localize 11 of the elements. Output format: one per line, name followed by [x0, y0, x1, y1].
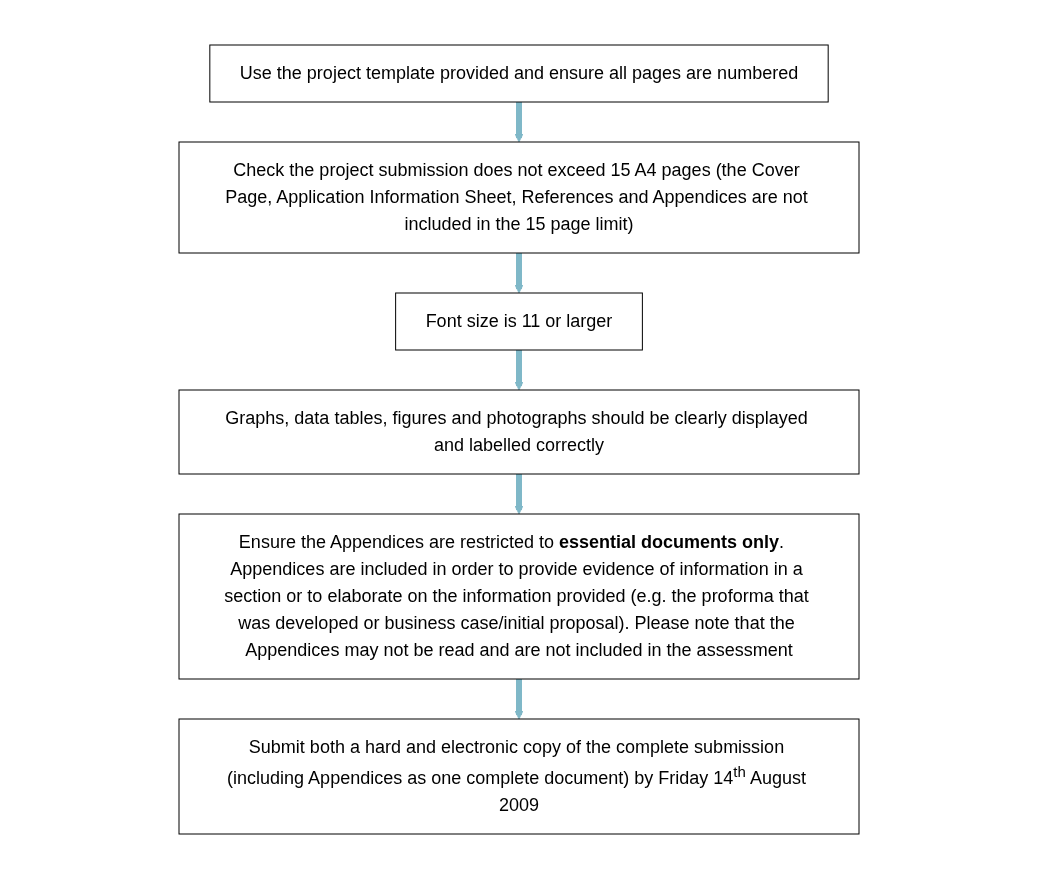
node-box: Submit both a hard and electronic copy of the complete submission (including Appendices as one complete document) by Friday 14$^{th}$ August 2009 — [178, 718, 859, 835]
node-box: Graphs, data tables, figures and photographs should be clearly displayed and labelled correctly — [178, 389, 859, 475]
node-box: Ensure the Appendices are restricted to essential documents only. Appendices are included in order to provide evidence of information in a section or to elaborate on the information provided (e.g. the proforma that was developed or business case/initial proposal). Please note that the Appendices may not be read and are not included in the assessment — [178, 513, 859, 680]
node-box: Use the project template provided and ensure all pages are numbered — [208, 44, 829, 103]
arrow — [514, 102, 523, 143]
arrow — [514, 253, 523, 294]
arrow — [514, 679, 523, 720]
node-box: Check the project submission does not exceed 15 A4 pages (the Cover Page, Application Information Sheet, References and Appendices are not included in the 15 page limit) — [178, 141, 859, 254]
arrow — [514, 350, 523, 391]
node-box: Font size is 11 or larger — [394, 292, 643, 351]
arrow — [514, 474, 523, 515]
